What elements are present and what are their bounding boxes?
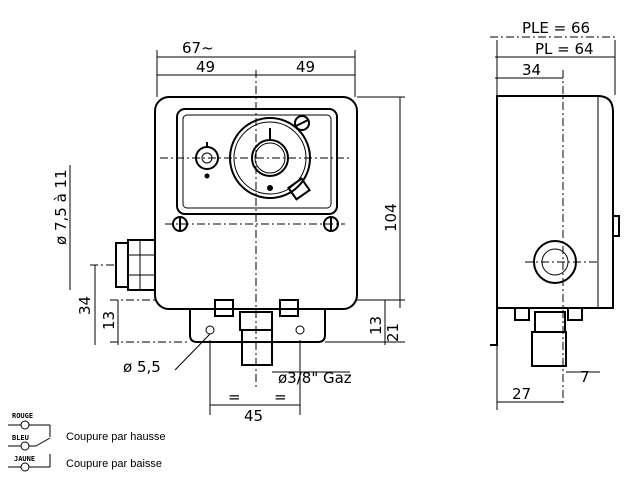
dim-bottom-21: 21 <box>384 323 402 342</box>
dim-overall-width: 67~ <box>182 39 214 57</box>
mounting-bracket <box>189 299 326 366</box>
front-view: 67~ 49 49 104 13 21 ø 7,5 à 11 34 13 ø 5… <box>52 39 405 425</box>
dim-eq-right: = <box>274 388 287 406</box>
dim-side-34: 34 <box>522 61 541 79</box>
dim-half-right: 49 <box>296 58 315 76</box>
cut-rise-label: Coupure par hausse <box>66 431 166 443</box>
lock-screw <box>287 177 311 201</box>
dim-gland-offset: 13 <box>100 311 118 330</box>
dim-side-7: 7 <box>580 368 590 386</box>
wire-blue-label: BLEU <box>12 434 29 442</box>
dim-hole-spacing: 45 <box>244 407 263 425</box>
indicator-knob <box>195 142 219 179</box>
dim-half-left: 49 <box>196 58 215 76</box>
cover-panel <box>176 108 338 215</box>
dim-bottom-13: 13 <box>367 316 385 335</box>
setpoint-dial <box>229 117 311 201</box>
dim-hole: ø 5,5 <box>123 358 161 376</box>
cable-gland <box>115 239 156 291</box>
screw-icon <box>172 115 339 232</box>
wire-yellow-label: JAUNE <box>14 455 35 463</box>
cut-fall-label: Coupure par baisse <box>66 458 162 470</box>
dim-ple: PLE = 66 <box>522 19 590 37</box>
dim-side-27: 27 <box>512 385 531 403</box>
dim-cable-gland: ø 7,5 à 11 <box>52 169 70 245</box>
wiring-legend: ROUGE BLEU JAUNE Coupure par hausse Coup… <box>8 412 166 472</box>
wire-red-label: ROUGE <box>12 412 33 420</box>
side-view: PLE = 66 PL = 64 34 27 7 <box>490 19 620 410</box>
dim-height: 104 <box>382 203 400 232</box>
dim-thread: ø3/8" Gaz <box>278 369 352 387</box>
dim-eq-left: = <box>228 388 241 406</box>
side-housing <box>496 95 614 309</box>
dim-pl: PL = 64 <box>535 40 594 58</box>
pressure-fitting <box>241 329 273 366</box>
dim-gland-height: 34 <box>76 296 94 315</box>
